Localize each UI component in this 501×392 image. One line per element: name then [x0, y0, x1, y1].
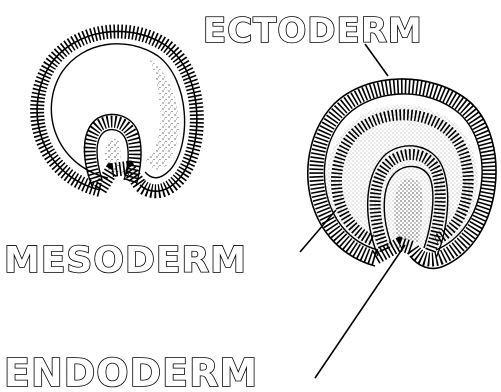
mesoderm-leader-line	[300, 210, 336, 252]
three-layer-embryo	[308, 79, 496, 268]
ectoderm-label: ECTODERM	[203, 11, 423, 51]
endoderm-label: ENDODERM	[4, 351, 258, 392]
endoderm-leader-line	[315, 245, 405, 378]
mesoderm-label: MESODERM	[4, 240, 247, 281]
gastrula-embryo	[37, 31, 197, 191]
